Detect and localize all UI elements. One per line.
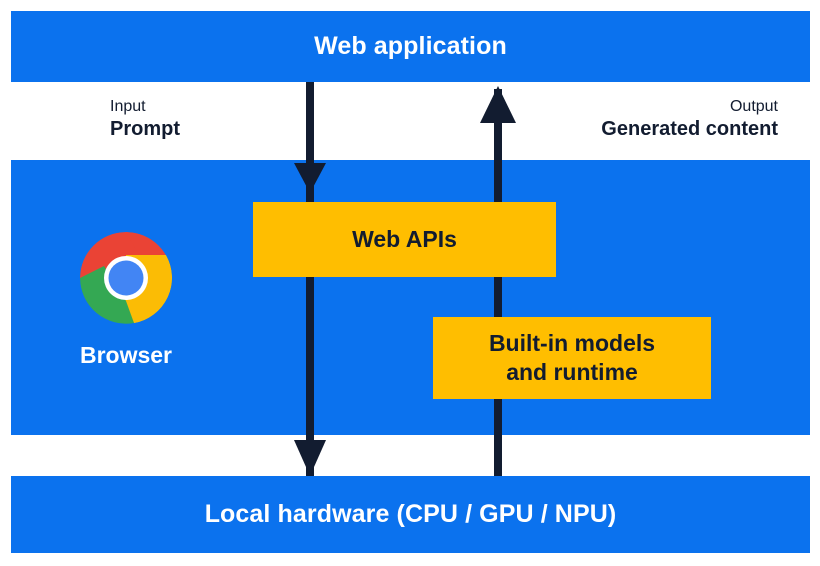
browser-label: Browser [79,342,173,368]
input-label-group: Input Prompt [110,98,180,141]
input-kind-label: Input [110,98,146,115]
output-kind-label: Output [729,98,778,115]
web-apis-box: Web APIs [253,202,556,277]
input-value-label: Prompt [110,117,180,140]
output-value-label: Generated content [601,117,778,140]
browser-badge: Browser [45,230,207,369]
builtin-models-line-2: and runtime [506,359,638,385]
arrow-up-icon [480,86,516,476]
arrow-down-icon [294,82,326,476]
web-application-band: Web application [11,11,810,82]
builtin-models-label: Built-in models and runtime [489,329,655,388]
chrome-logo-icon [80,232,172,324]
builtin-models-box: Built-in models and runtime [433,317,711,399]
web-application-label: Web application [314,32,507,60]
local-hardware-label: Local hardware (CPU / GPU / NPU) [204,500,617,528]
web-apis-label: Web APIs [352,225,457,252]
builtin-models-line-1: Built-in models [488,329,656,356]
local-hardware-band: Local hardware (CPU / GPU / NPU) [11,476,810,553]
output-label-group: Output Generated content [601,98,778,141]
